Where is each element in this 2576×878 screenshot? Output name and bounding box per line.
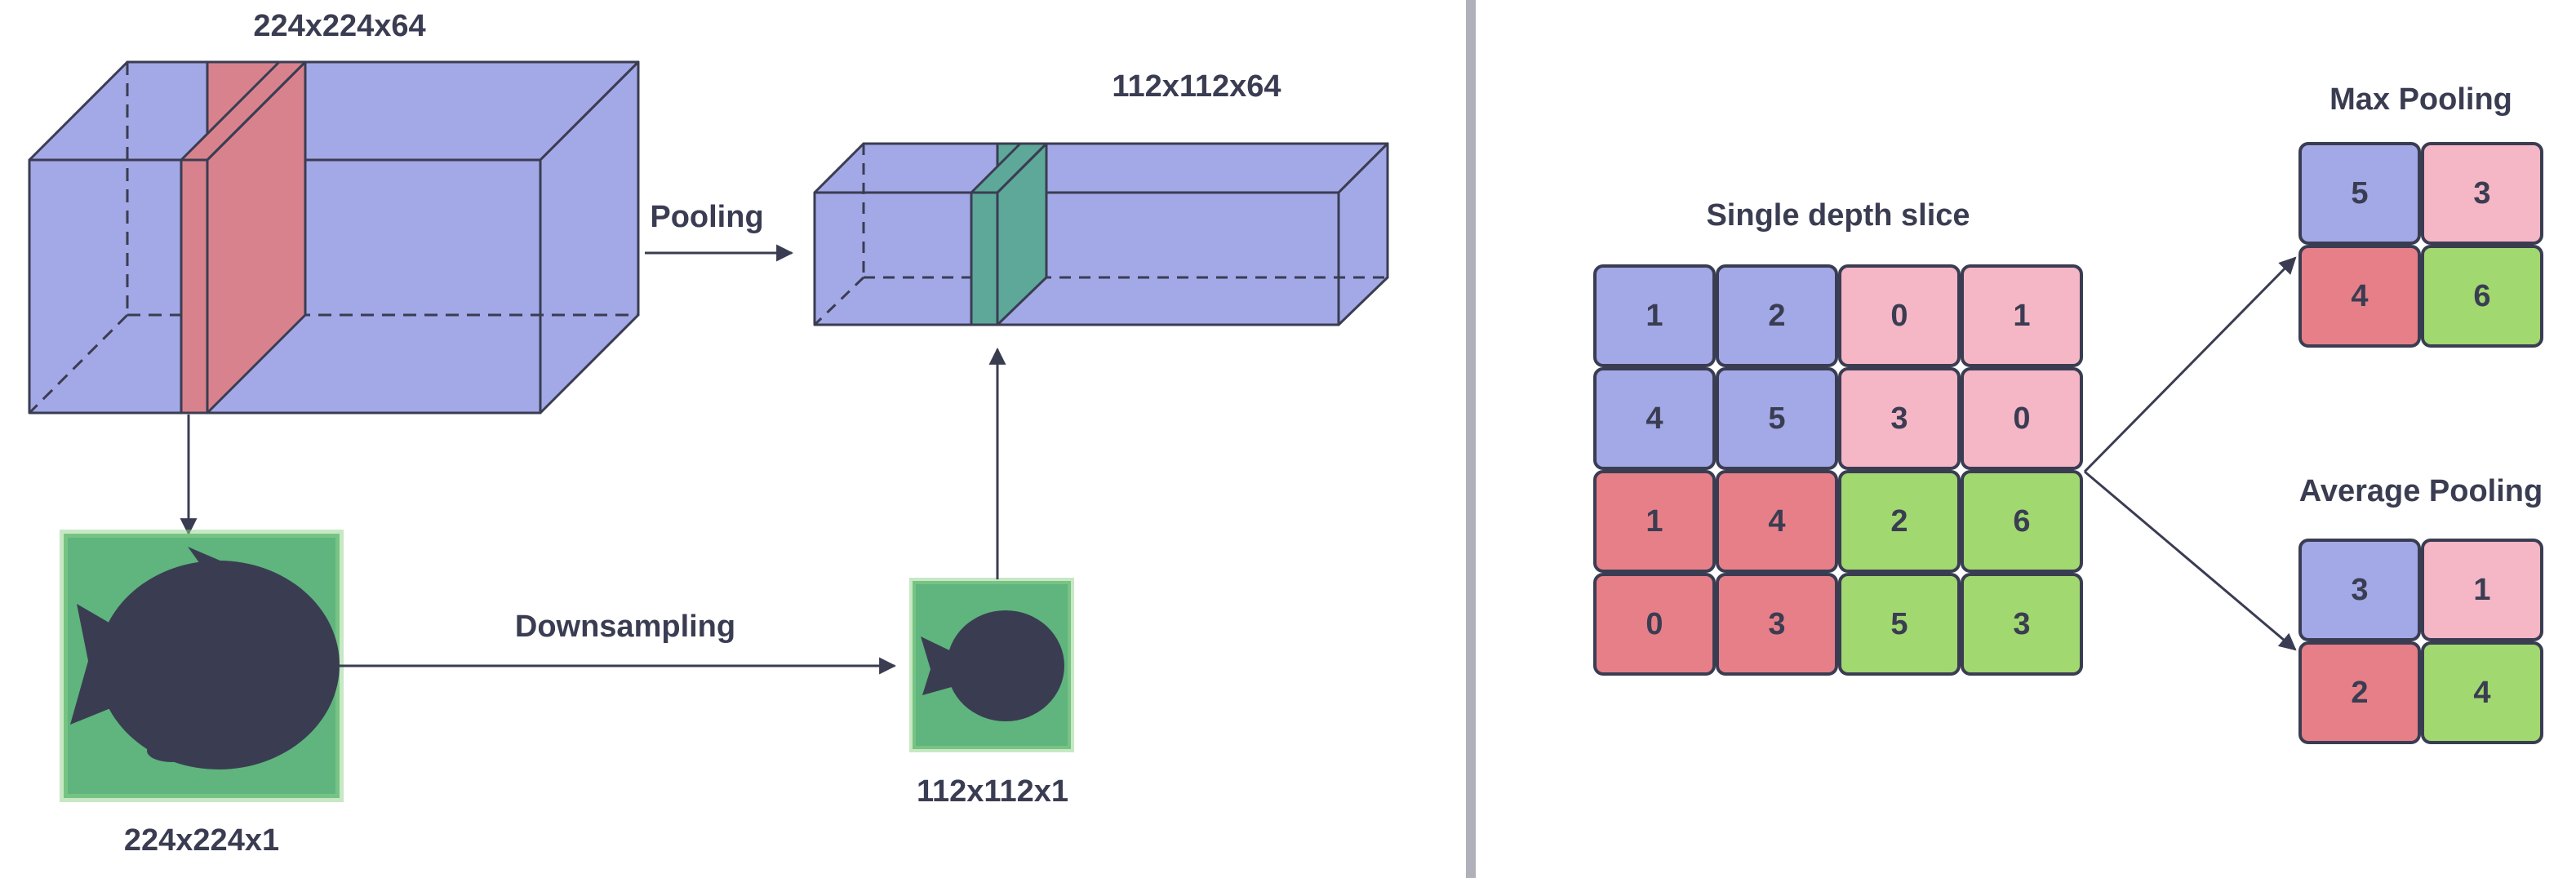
arrow-to-max-pooling xyxy=(2083,256,2297,473)
slice-cell-value: 3 xyxy=(2013,607,2030,641)
input-volume xyxy=(28,60,640,415)
slice-cell xyxy=(1838,573,1961,676)
slice-cell xyxy=(1838,470,1961,573)
input-depth-slice xyxy=(180,60,307,415)
slice-cell-value: 5 xyxy=(1768,401,1785,436)
avg-pool-cell-value: 4 xyxy=(2473,676,2490,710)
average-pooling-label: Average Pooling xyxy=(2299,474,2543,508)
slice-cell-value: 1 xyxy=(1646,299,1663,333)
avg-pool-cell xyxy=(2298,641,2421,744)
slice-cell-value: 6 xyxy=(2013,504,2030,539)
max-pool-cell xyxy=(2298,142,2421,245)
slice-cell-value: 3 xyxy=(1768,607,1785,641)
slice-cell xyxy=(1716,367,1838,470)
input-slice-label: 224x224x1 xyxy=(124,823,279,858)
slice-cell-value: 0 xyxy=(1890,299,1908,333)
slice-cell-value: 1 xyxy=(2013,299,2030,333)
slice-cell xyxy=(1716,264,1838,367)
max-pooling-label: Max Pooling xyxy=(2330,82,2512,117)
panel-divider xyxy=(1466,0,1476,878)
slice-cell-value: 0 xyxy=(2013,401,2030,436)
slice-cell-value: 3 xyxy=(1890,401,1908,436)
pooled-volume-label: 112x112x64 xyxy=(1112,69,1281,104)
slice-cell xyxy=(1716,573,1838,676)
input-slice-image xyxy=(60,530,344,802)
avg-pool-cell xyxy=(2298,539,2421,641)
slice-cell-value: 4 xyxy=(1768,504,1785,539)
output-slice-image xyxy=(909,578,1074,752)
max-pool-cell xyxy=(2421,245,2543,348)
slice-cell xyxy=(1961,573,2083,676)
max-pool-cell xyxy=(2298,245,2421,348)
slice-cell xyxy=(1838,264,1961,367)
downsampling-label: Downsampling xyxy=(515,610,735,644)
avg-pool-cell xyxy=(2421,539,2543,641)
slice-cell xyxy=(1961,367,2083,470)
max-pool-cell-value: 5 xyxy=(2351,176,2368,211)
pooling-label: Pooling xyxy=(650,200,763,234)
slice-cell xyxy=(1961,470,2083,573)
slice-cell-value: 0 xyxy=(1646,607,1663,641)
single-depth-slice-label: Single depth slice xyxy=(1706,198,1970,233)
slice-cell xyxy=(1593,573,1716,676)
average-pooling-grid: 3 1 2 4 xyxy=(2298,539,2543,744)
slice-cell-value: 2 xyxy=(1768,299,1785,333)
slice-cell xyxy=(1716,470,1838,573)
max-pooling-grid: 5 3 4 6 xyxy=(2298,142,2543,348)
input-volume-label: 224x224x64 xyxy=(253,9,425,43)
single-depth-slice-grid: 1 2 0 1 4 5 3 0 1 4 2 6 0 3 5 3 xyxy=(1593,264,2083,676)
max-pool-cell xyxy=(2421,142,2543,245)
slice-cell xyxy=(1838,367,1961,470)
avg-pool-cell-value: 2 xyxy=(2351,676,2368,710)
slice-cell xyxy=(1593,367,1716,470)
slice-cell-value: 5 xyxy=(1890,607,1908,641)
slice-cell xyxy=(1593,264,1716,367)
pooled-volume xyxy=(813,142,1389,326)
arrow-to-average-pooling xyxy=(2084,470,2297,651)
max-pool-cell-value: 3 xyxy=(2473,176,2490,211)
slice-cell-value: 1 xyxy=(1646,504,1663,539)
slice-cell-value: 4 xyxy=(1646,401,1663,436)
slice-cell-value: 2 xyxy=(1890,504,1908,539)
avg-pool-cell xyxy=(2421,641,2543,744)
slice-cell xyxy=(1593,470,1716,573)
output-slice-label: 112x112x1 xyxy=(917,774,1068,809)
max-pool-cell-value: 6 xyxy=(2473,279,2490,313)
slice-cell xyxy=(1961,264,2083,367)
avg-pool-cell-value: 3 xyxy=(2351,573,2368,607)
max-pool-cell-value: 4 xyxy=(2351,279,2368,313)
pooled-depth-slice xyxy=(970,142,1048,326)
avg-pool-cell-value: 1 xyxy=(2473,573,2490,607)
